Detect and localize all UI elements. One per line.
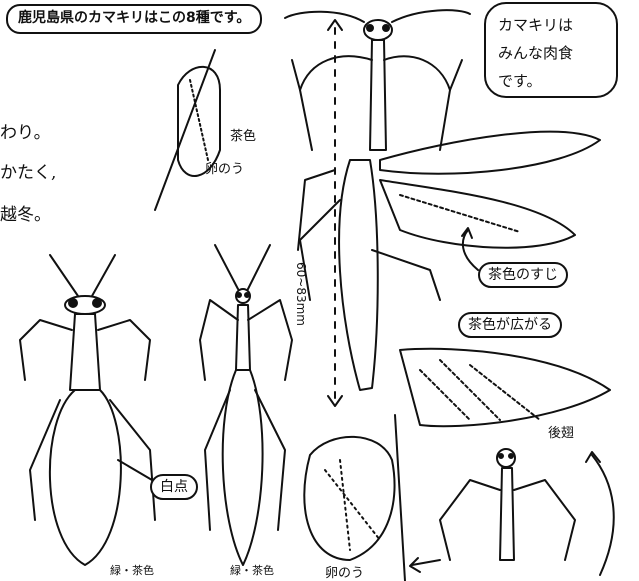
label-ootheca-bottom: 卵のう xyxy=(325,562,364,581)
mantis-bottom-right xyxy=(400,349,614,575)
label-brown-stripe: 茶色のすじ xyxy=(478,262,568,288)
bubble-line-3: です。 xyxy=(498,70,542,91)
label-brown: 茶色 xyxy=(230,125,256,144)
left-text-line-1: わり。 xyxy=(0,118,51,143)
page-title: 鹿児島県のカマキリはこの8種です。 xyxy=(6,4,262,34)
label-size: 60~83mm xyxy=(294,262,308,326)
bubble-line-2: みんな肉食 xyxy=(498,42,573,63)
left-text-line-3: 越冬。 xyxy=(0,200,51,225)
label-white-spot: 白点 xyxy=(150,474,198,500)
label-hindwing: 後翅 xyxy=(548,422,574,441)
label-ootheca: 卵のう xyxy=(205,158,244,177)
label-brown-spread: 茶色が広がる xyxy=(458,312,562,338)
label-bottom-mid: 緑・茶色 xyxy=(230,562,274,578)
ootheca-upper xyxy=(155,50,220,210)
label-bottom-left: 緑・茶色 xyxy=(110,562,154,578)
left-text-line-2: かたく, xyxy=(0,158,56,183)
ootheca-bottom xyxy=(304,415,440,581)
mantis-lower-middle xyxy=(200,245,292,565)
speech-bubble: カマキリは みんな肉食 です。 xyxy=(484,2,618,98)
mantis-lower-left xyxy=(20,255,155,565)
bubble-line-1: カマキリは xyxy=(498,14,573,35)
